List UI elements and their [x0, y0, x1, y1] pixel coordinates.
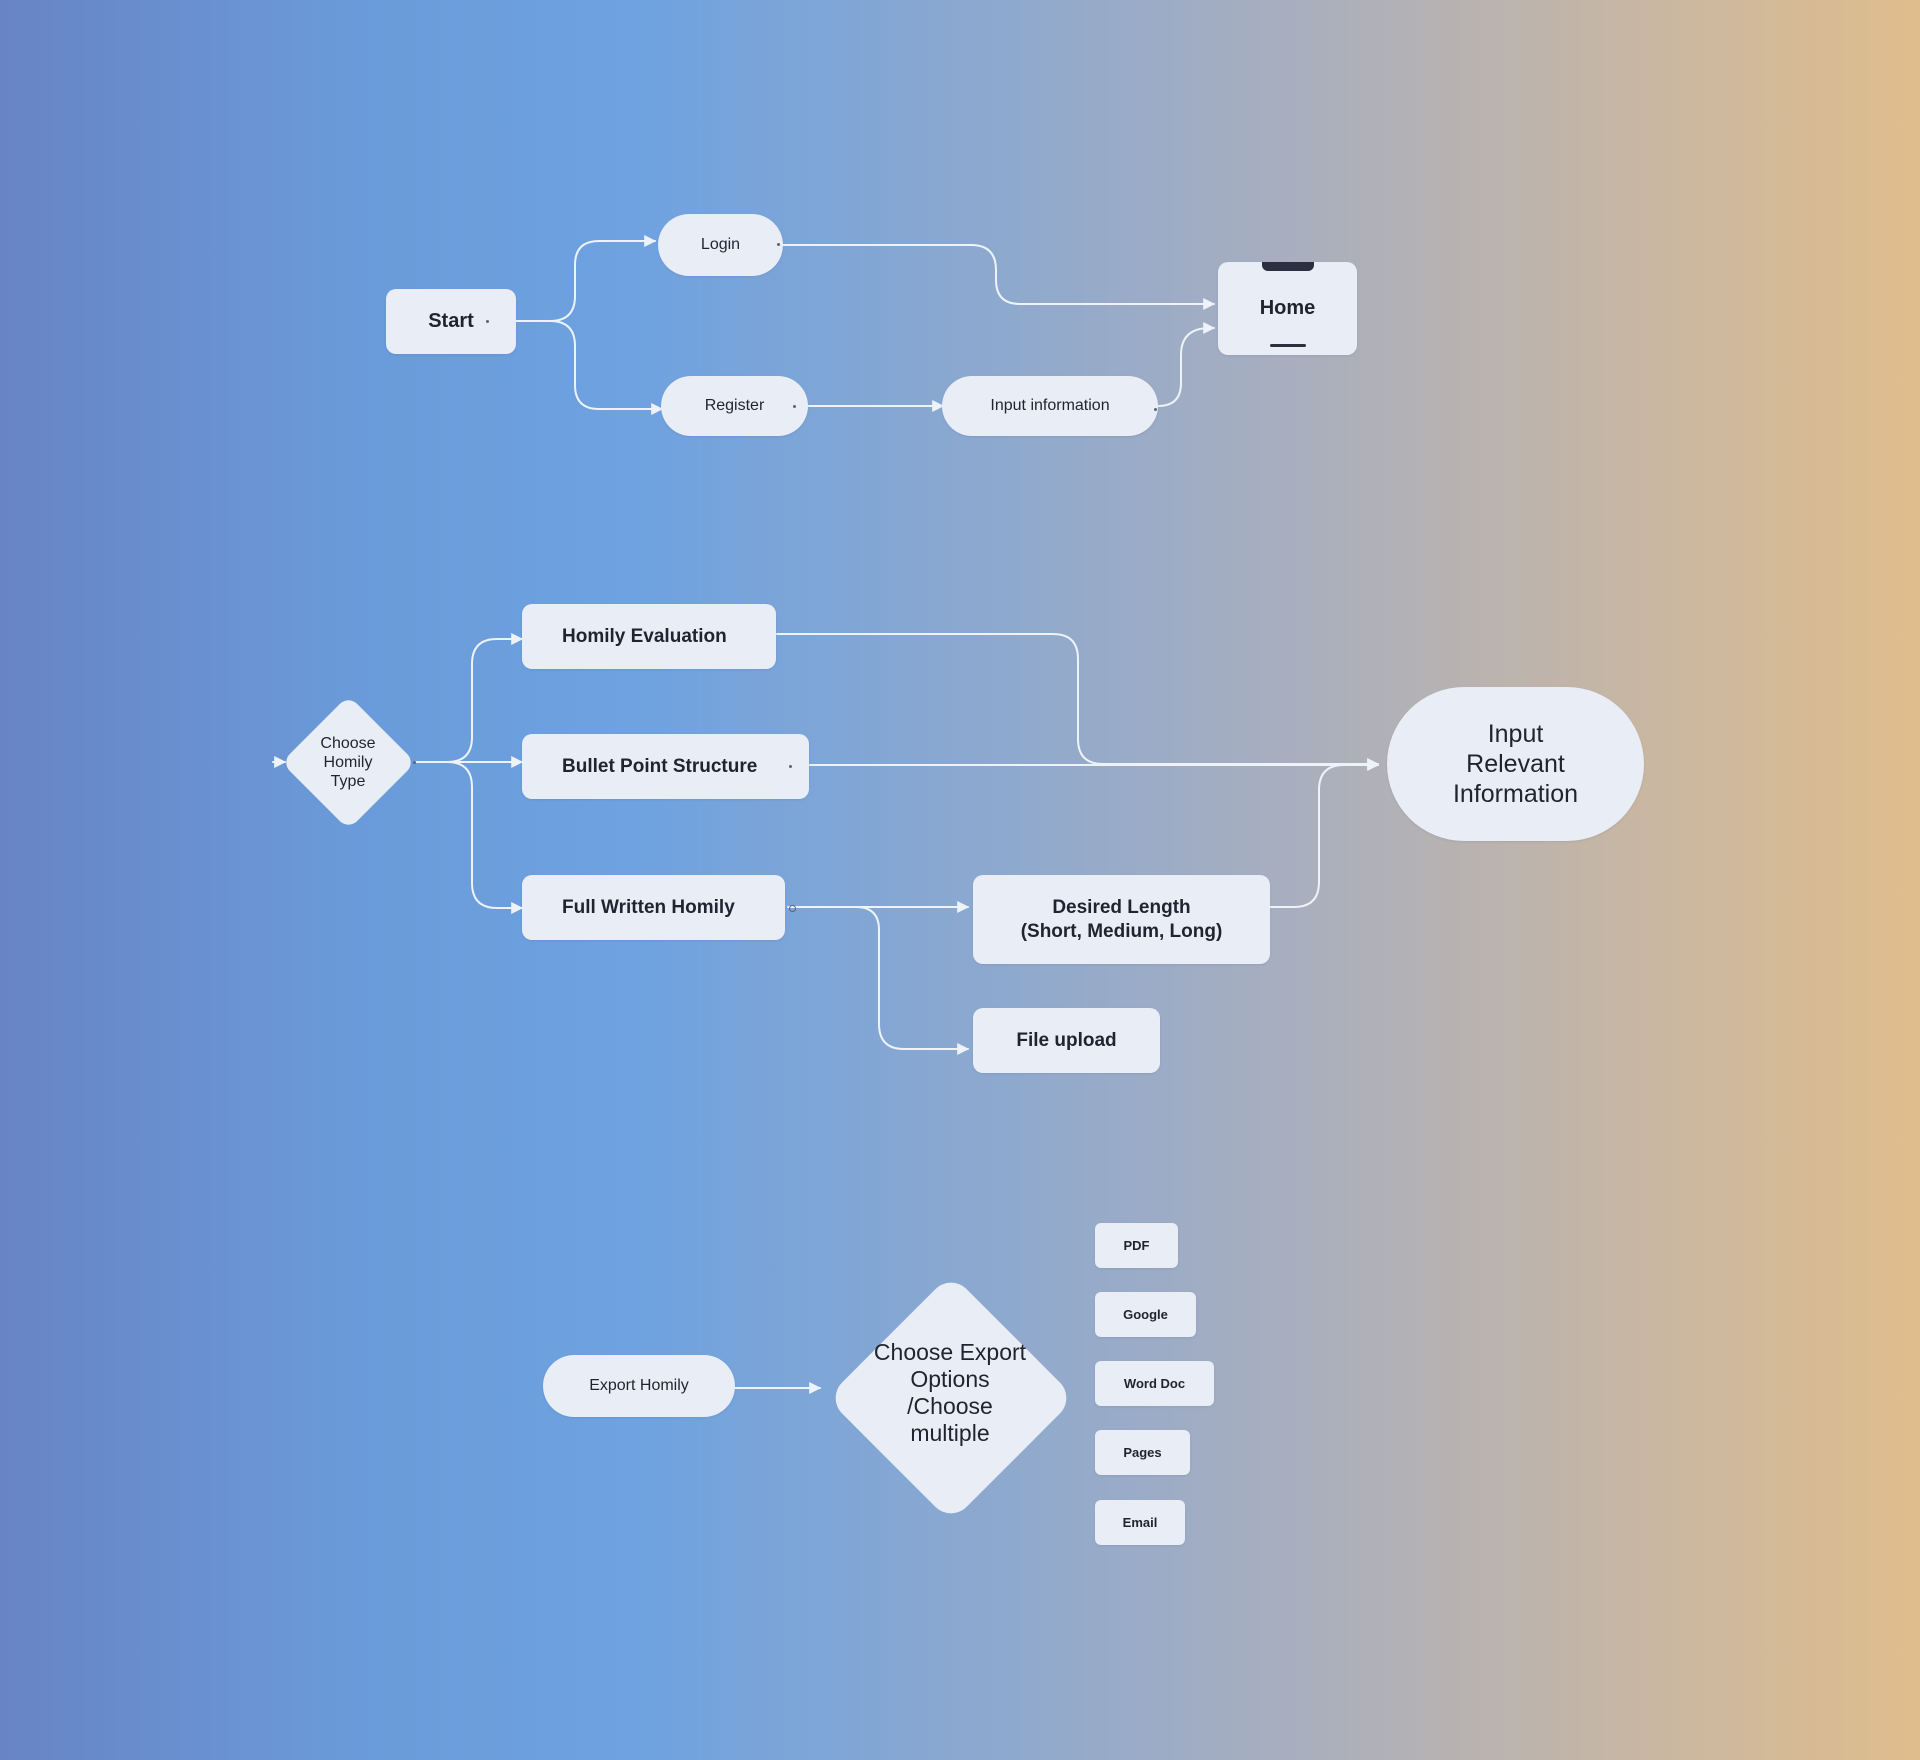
connector-evaluation-to-input	[776, 633, 1380, 770]
export-option-word-doc-label: Word Doc	[1123, 1376, 1186, 1391]
bullet-point-structure-label: Bullet Point Structure	[562, 755, 758, 777]
desired-length-node[interactable]: Desired Length (Short, Medium, Long)	[973, 875, 1270, 964]
desired-length-label: Desired Length (Short, Medium, Long)	[1020, 896, 1223, 942]
start-label: Start	[428, 310, 474, 332]
input-relevant-information-node[interactable]: Input Relevant Information	[1387, 687, 1644, 841]
login-node[interactable]: Login	[658, 214, 783, 276]
input-information-port	[1154, 408, 1157, 411]
homily-evaluation-node[interactable]: Homily Evaluation	[522, 604, 776, 669]
choose-homily-type-port	[413, 761, 416, 764]
full-written-homily-label: Full Written Homily	[562, 896, 735, 918]
home-node[interactable]: Home	[1218, 262, 1357, 355]
start-node[interactable]: Start	[386, 289, 516, 354]
home-label: Home	[1259, 297, 1316, 319]
export-homily-node[interactable]: Export Homily	[543, 1355, 735, 1417]
full-written-homily-node[interactable]: Full Written Homily	[522, 875, 785, 940]
connector-full-to-upload	[855, 906, 970, 1055]
export-option-pages[interactable]: Pages	[1095, 1430, 1190, 1475]
bullet-point-structure-node[interactable]: Bullet Point Structure	[522, 734, 809, 799]
connector-choose-to-full	[446, 761, 524, 914]
connector-login-home	[781, 244, 1216, 310]
export-option-pdf-label: PDF	[1123, 1238, 1150, 1253]
export-option-google-label: Google	[1123, 1307, 1168, 1322]
choose-homily-type-label: Choose Homily Type	[320, 735, 376, 790]
homily-evaluation-label: Homily Evaluation	[562, 625, 727, 647]
connector-input-information-home	[1157, 322, 1216, 407]
bullet-point-structure-port	[789, 765, 792, 768]
export-option-word-doc[interactable]: Word Doc	[1095, 1361, 1214, 1406]
export-option-email[interactable]: Email	[1095, 1500, 1185, 1545]
export-option-google[interactable]: Google	[1095, 1292, 1196, 1337]
input-relevant-information-label: Input Relevant Information	[1452, 720, 1579, 808]
choose-export-label: Choose Export Options /Choose multiple	[873, 1339, 1027, 1446]
export-option-email-label: Email	[1122, 1515, 1158, 1530]
file-upload-label: File upload	[1016, 1029, 1117, 1051]
register-label: Register	[704, 397, 765, 414]
export-option-pages-label: Pages	[1123, 1445, 1162, 1460]
phone-notch-icon	[1261, 262, 1314, 271]
connector-start-login	[515, 235, 657, 322]
input-information-label: Input information	[990, 397, 1110, 414]
file-upload-node[interactable]: File upload	[973, 1008, 1160, 1073]
full-written-homily-port	[789, 905, 796, 912]
register-port	[793, 405, 796, 408]
login-port	[777, 243, 780, 246]
start-port	[486, 320, 489, 323]
login-label: Login	[700, 236, 741, 253]
connector-start-register	[549, 320, 664, 415]
connector-length-to-input	[1269, 764, 1345, 908]
input-information-node[interactable]: Input information	[942, 376, 1158, 436]
phone-home-bar-icon	[1269, 344, 1306, 347]
export-homily-label: Export Homily	[589, 1377, 689, 1394]
register-node[interactable]: Register	[661, 376, 808, 436]
connector-choose-to-evaluation	[414, 633, 524, 763]
export-option-pdf[interactable]: PDF	[1095, 1223, 1178, 1268]
